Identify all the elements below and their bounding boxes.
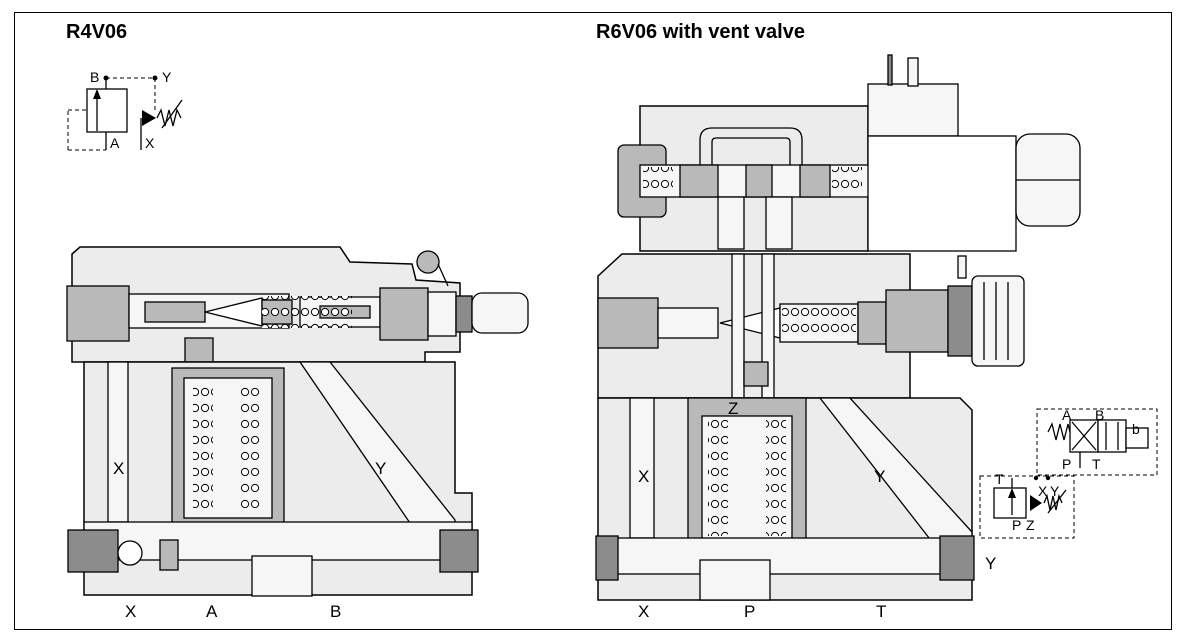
right-title: R6V06 with vent valve <box>596 21 805 43</box>
relief-valve-symbol: T X Y P Z <box>979 471 1075 539</box>
left-label-y-channel: Y <box>375 459 386 478</box>
left-port-label-x: X <box>125 602 136 621</box>
left-port-label-a: A <box>206 602 218 621</box>
relief-symbol-label-p: P <box>1012 517 1021 533</box>
left-pilot-spring <box>262 296 352 328</box>
vent-symbol-label-p: P <box>1062 456 1071 472</box>
left-main-body <box>67 361 479 597</box>
vent-valve-symbol: A B P T b <box>1036 407 1158 476</box>
right-label-x-channel: X <box>638 467 649 486</box>
vent-symbol-label-b: B <box>1095 407 1104 423</box>
left-main-spring-b <box>240 380 260 508</box>
right-label-y-side: Y <box>985 554 996 573</box>
left-hydraulic-symbol: B Y A X <box>67 69 183 151</box>
left-label-x-channel: X <box>113 459 124 478</box>
relief-symbol-label-z: Z <box>1026 517 1035 533</box>
relief-symbol-label-t: T <box>995 471 1004 487</box>
vent-symbol-label-t: T <box>1092 456 1101 472</box>
left-symbol-label-x: X <box>145 135 155 151</box>
left-symbol-label-b: B <box>90 69 99 85</box>
left-symbol-label-y: Y <box>162 69 172 85</box>
relief-symbol-label-y: Y <box>1050 483 1060 499</box>
right-main-spring-b <box>766 420 786 536</box>
right-port-label-t: T <box>876 602 886 621</box>
vent-symbol-label-a: A <box>1062 407 1072 423</box>
diagram-frame <box>14 12 1172 630</box>
relief-symbol-label-x: X <box>1038 483 1048 499</box>
right-pilot-head <box>597 253 1025 399</box>
left-port-label-b: B <box>330 602 341 621</box>
right-label-z: Z <box>728 399 738 418</box>
left-title: R4V06 <box>66 21 127 43</box>
right-label-y-channel: Y <box>874 467 885 486</box>
vent-spring-right <box>832 167 862 195</box>
vent-symbol-label-coil: b <box>1132 421 1140 437</box>
r4v06-view: R4V06 B Y A <box>66 21 529 621</box>
right-port-label-x: X <box>638 602 649 621</box>
right-main-spring <box>708 420 728 536</box>
vent-valve <box>617 54 1081 252</box>
vent-spring-left <box>643 167 673 195</box>
right-port-label-p: P <box>744 602 755 621</box>
left-main-spring <box>193 380 213 508</box>
left-symbol-label-a: A <box>110 135 120 151</box>
r6v06-view: R6V06 with vent valve <box>595 21 1158 621</box>
right-pilot-spring <box>782 306 856 340</box>
